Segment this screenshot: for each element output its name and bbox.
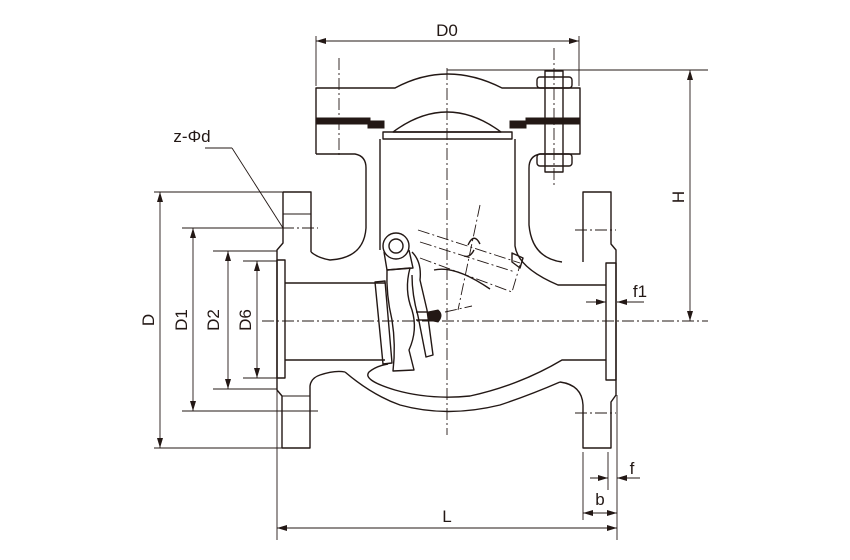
disc-assembly <box>374 204 524 372</box>
dim-label-D2: D2 <box>204 309 223 331</box>
dim-label-H: H <box>669 191 688 203</box>
dim-label-b: b <box>595 490 604 509</box>
valve-body <box>276 139 617 449</box>
dim-label-D: D <box>139 314 158 326</box>
dimensions: D0 H D D1 D2 D6 L b <box>139 21 708 540</box>
dim-label-D0: D0 <box>436 21 458 40</box>
dim-label-bolt-holes: z-Φd <box>173 127 210 146</box>
dim-label-f: f <box>630 459 635 478</box>
dim-label-D1: D1 <box>172 309 191 331</box>
dim-label-f1: f1 <box>633 282 647 301</box>
bonnet <box>310 70 581 263</box>
dim-label-D6: D6 <box>236 309 255 331</box>
centerlines <box>262 48 708 435</box>
dim-label-L: L <box>442 507 451 526</box>
